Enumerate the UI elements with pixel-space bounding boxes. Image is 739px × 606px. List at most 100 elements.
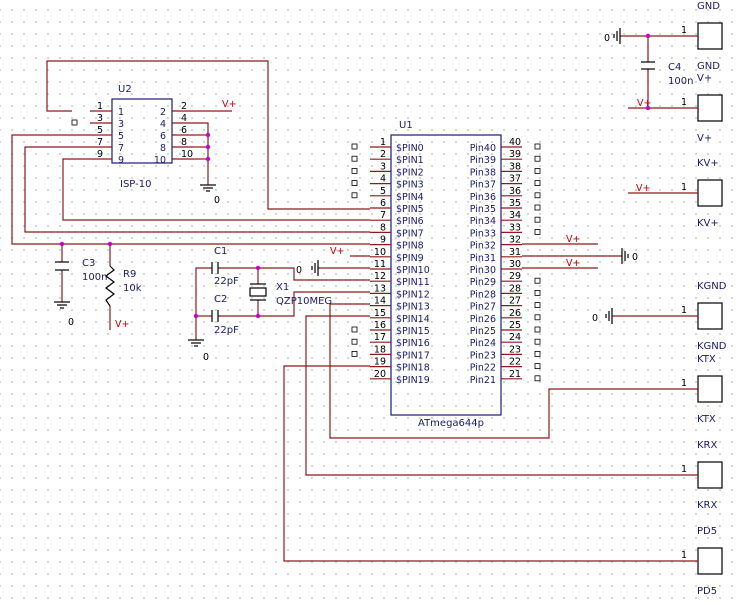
- u1-left-pins: 1$PIN02$PIN13$PIN24$PIN35$PIN46$PIN57$PI…: [351, 137, 430, 386]
- u1-pin-number: 2: [380, 149, 386, 160]
- no-connect-marker: [71, 119, 78, 126]
- u1-pin-number: 34: [509, 210, 521, 221]
- ground-symbol-c3: 0: [54, 301, 74, 328]
- wire-isp7-pin8: [24, 146, 370, 233]
- u1-pin-number: 40: [509, 137, 521, 148]
- u1-pin-label: $PIN12: [396, 289, 430, 300]
- vplus-kv: V+: [636, 183, 650, 194]
- gnd-label-conn: 0: [604, 33, 610, 44]
- r9-ref: R9: [123, 269, 136, 280]
- c3-value: 100n: [82, 272, 107, 283]
- ground-symbol-isp: 0: [200, 184, 220, 206]
- wire-pin14-ktx: [329, 303, 676, 439]
- u1-pin-label: $PIN6: [396, 216, 424, 227]
- u1-pin-number: 20: [374, 369, 386, 380]
- no-connect-marker: [351, 167, 358, 174]
- no-connect-marker: [534, 375, 541, 382]
- u1-pin-number: 30: [509, 259, 521, 270]
- c2-ref: C2: [214, 294, 227, 305]
- u2-pin-inner-left: 3: [118, 119, 124, 130]
- connectors: 1GNDGND1V+V+1KV+KV+1KGNDKGND1KTXKTX1KRXK…: [676, 1, 727, 597]
- no-connect-marker: [351, 350, 358, 357]
- connector-box: [697, 22, 723, 50]
- no-connect-marker: [351, 180, 358, 187]
- u2-pin-inner-right: 10: [154, 155, 166, 166]
- connector-box: [697, 302, 723, 330]
- u1-ref: U1: [399, 120, 413, 131]
- u1-pin-label: $PIN17: [396, 350, 430, 361]
- u2-pin-outer-right: 8: [181, 137, 187, 148]
- ground-symbol-pin31: 0: [621, 248, 638, 264]
- gnd-label-c3: 0: [68, 317, 74, 328]
- connector-bottom-label: KTX: [697, 414, 716, 425]
- u1-pin-label: $PIN7: [396, 228, 424, 239]
- c2-value: 22pF: [214, 325, 239, 336]
- u1-pin-number: 27: [509, 296, 521, 307]
- u1-pin-label: Pin35: [470, 204, 496, 215]
- u1-pin-label: $PIN0: [396, 143, 424, 154]
- u2-pin-outer-left: 3: [97, 113, 103, 124]
- no-connect-marker: [351, 338, 358, 345]
- u2-name: ISP-10: [120, 179, 151, 190]
- capacitor-c2: C2 22pF: [211, 294, 239, 336]
- u1-pin-number: 7: [380, 210, 386, 221]
- u2-pin-inner-left: 7: [118, 143, 124, 154]
- c4-value: 100n: [668, 76, 693, 87]
- vplus-isp: V+: [222, 99, 236, 110]
- connector-bottom-label: KV+: [697, 218, 719, 229]
- wire-isp5-pin9: [11, 134, 370, 245]
- u1-pin-number: 8: [380, 222, 386, 233]
- u1-pin-label: $PIN10: [396, 265, 430, 276]
- u2-pin-inner-left: 9: [118, 155, 124, 166]
- gnd-label-kgnd: 0: [592, 313, 598, 324]
- connector-pin-number: 1: [681, 550, 687, 561]
- no-connect-marker: [534, 302, 541, 309]
- u1-pin-number: 33: [509, 222, 521, 233]
- connector-top-label: KTX: [697, 354, 716, 365]
- u1-pin-label: $PIN2: [396, 167, 424, 178]
- u2-pin-inner-right: 4: [160, 119, 166, 130]
- connector-bottom-label: KRX: [697, 500, 718, 511]
- wire-pin19-pd5: [283, 365, 676, 562]
- u2-pin-outer-left: 9: [97, 149, 103, 160]
- no-connect-marker: [351, 192, 358, 199]
- u1-pin-number: 13: [374, 283, 386, 294]
- vplus-pin30: V+: [566, 258, 580, 269]
- u1-pin-number: 12: [374, 271, 386, 282]
- c1-value: 22pF: [214, 276, 239, 287]
- u1-pin-number: 18: [374, 344, 386, 355]
- u1-pin-number: 22: [509, 357, 521, 368]
- u1-chip: U1 ATmega644p 1$PIN02$PIN13$PIN24$PIN35$…: [351, 120, 541, 429]
- u1-pin-number: 19: [374, 357, 386, 368]
- x1-value: QZP10MEG: [276, 296, 332, 307]
- ground-symbol-kgnd: 0: [592, 308, 613, 324]
- capacitor-c1: C1 22pF: [211, 246, 239, 287]
- connector-box: [697, 547, 723, 575]
- u1-pin-number: 29: [509, 271, 521, 282]
- u1-right-pins: 40Pin4039Pin3938Pin3837Pin3736Pin3635Pin…: [470, 137, 541, 386]
- no-connect-marker: [534, 338, 541, 345]
- u1-pin-number: 28: [509, 283, 521, 294]
- no-connect-marker: [534, 289, 541, 296]
- wire-isp-gnd: [194, 122, 209, 185]
- no-connect-marker: [534, 326, 541, 333]
- crystal-x1: X1 QZP10MEG: [249, 282, 332, 307]
- connector-top-label: GND: [697, 1, 720, 12]
- u1-pin-number: 24: [509, 332, 521, 343]
- u1-name: ATmega644p: [418, 418, 484, 429]
- u2-pin-outer-left: 1: [97, 101, 103, 112]
- u1-pin-number: 11: [374, 259, 386, 270]
- connector-pin-number: 1: [681, 182, 687, 193]
- u1-pin-number: 5: [380, 186, 386, 197]
- no-connect-marker: [534, 363, 541, 370]
- no-connect-marker: [534, 167, 541, 174]
- no-connect-marker: [351, 155, 358, 162]
- u1-pin-label: $PIN8: [396, 241, 424, 252]
- connector-pin-number: 1: [681, 25, 687, 36]
